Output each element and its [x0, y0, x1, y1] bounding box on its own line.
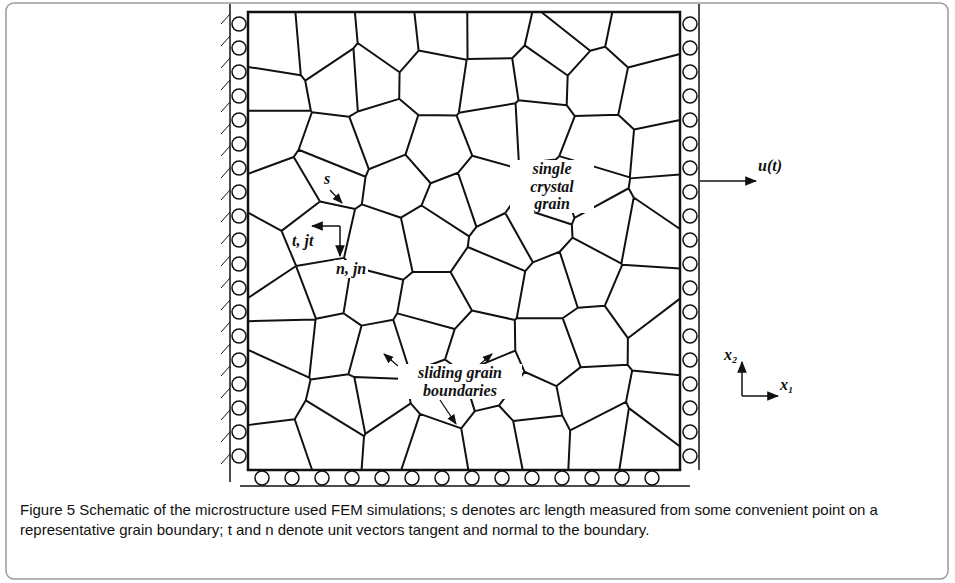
roller [683, 89, 697, 103]
roller [683, 185, 697, 199]
roller [232, 137, 246, 151]
roller [285, 471, 299, 485]
roller-supports [221, 4, 699, 486]
roller [232, 305, 246, 319]
grain-boundaries [248, 12, 680, 470]
wall-hatch [221, 146, 230, 156]
roller [683, 353, 697, 367]
loading-plate [698, 4, 700, 470]
wall-hatch [221, 388, 230, 398]
roller [645, 471, 659, 485]
normal-vector [339, 226, 341, 256]
specimen-outline [248, 12, 680, 470]
wall-hatch [221, 58, 230, 68]
wall-hatch [221, 366, 230, 376]
roller [315, 471, 329, 485]
roller [255, 471, 269, 485]
roller [555, 471, 569, 485]
roller [683, 41, 697, 55]
axis-label: x₂ [722, 346, 740, 364]
roller [683, 401, 697, 415]
axis-label: x₁ [778, 376, 796, 394]
roller [525, 471, 539, 485]
callout-label: sliding grain boundaries [398, 364, 522, 399]
wall-hatch [221, 80, 230, 90]
roller [683, 377, 697, 391]
roller [465, 471, 479, 485]
roller [232, 41, 246, 55]
axis-arrow [742, 395, 778, 397]
axis-arrow [741, 362, 743, 396]
roller [232, 185, 246, 199]
wall-hatch [221, 212, 230, 222]
roller [232, 281, 246, 295]
callout-label: s [322, 170, 332, 188]
roller [683, 281, 697, 295]
roller [232, 257, 246, 271]
roller [683, 17, 697, 31]
roller [232, 65, 246, 79]
roller [683, 305, 697, 319]
roller [232, 425, 246, 439]
roller [232, 233, 246, 247]
displacement-arrow [700, 180, 756, 182]
roller [375, 471, 389, 485]
roller [683, 209, 697, 223]
figure-frame [6, 3, 948, 579]
roller [683, 257, 697, 271]
roller [683, 137, 697, 151]
wall-hatch [221, 36, 230, 46]
callout-label: single crystal grain [510, 160, 594, 213]
roller [683, 449, 697, 463]
roller [232, 401, 246, 415]
roller [683, 233, 697, 247]
roller [232, 449, 246, 463]
wall-hatch [221, 278, 230, 288]
roller [495, 471, 509, 485]
wall-hatch [221, 454, 230, 464]
roller [683, 161, 697, 175]
grain-boundary-network [248, 12, 680, 470]
roller [435, 471, 449, 485]
roller [232, 377, 246, 391]
wall-hatch [221, 300, 230, 310]
leader-arrow [384, 354, 398, 366]
roller [683, 329, 697, 343]
wall-hatch [221, 124, 230, 134]
roller [405, 471, 419, 485]
roller [232, 209, 246, 223]
roller [232, 113, 246, 127]
roller [232, 161, 246, 175]
wall-hatch [221, 432, 230, 442]
wall-hatch [221, 102, 230, 112]
roller [232, 17, 246, 31]
wall-hatch [221, 256, 230, 266]
tangent-vector [312, 225, 340, 227]
wall-hatch [221, 234, 230, 244]
leader-arrow [330, 190, 342, 203]
wall-hatch [221, 14, 230, 24]
roller [232, 353, 246, 367]
roller [683, 113, 697, 127]
roller [232, 89, 246, 103]
wall-hatch [221, 322, 230, 332]
wall-hatch [221, 168, 230, 178]
wall-hatch [221, 410, 230, 420]
load-label: u(t) [756, 157, 784, 175]
figure-caption: Figure 5 Schematic of the microstructure… [20, 500, 925, 539]
roller [615, 471, 629, 485]
base-wall [240, 485, 690, 487]
callout-label: t, jt [290, 232, 315, 250]
roller [345, 471, 359, 485]
roller [585, 471, 599, 485]
wall-hatch [221, 344, 230, 354]
callout-label: n, jn [334, 260, 368, 278]
roller [232, 329, 246, 343]
roller [683, 65, 697, 79]
leader-arrow [440, 400, 456, 424]
roller [683, 425, 697, 439]
wall-hatch [221, 190, 230, 200]
